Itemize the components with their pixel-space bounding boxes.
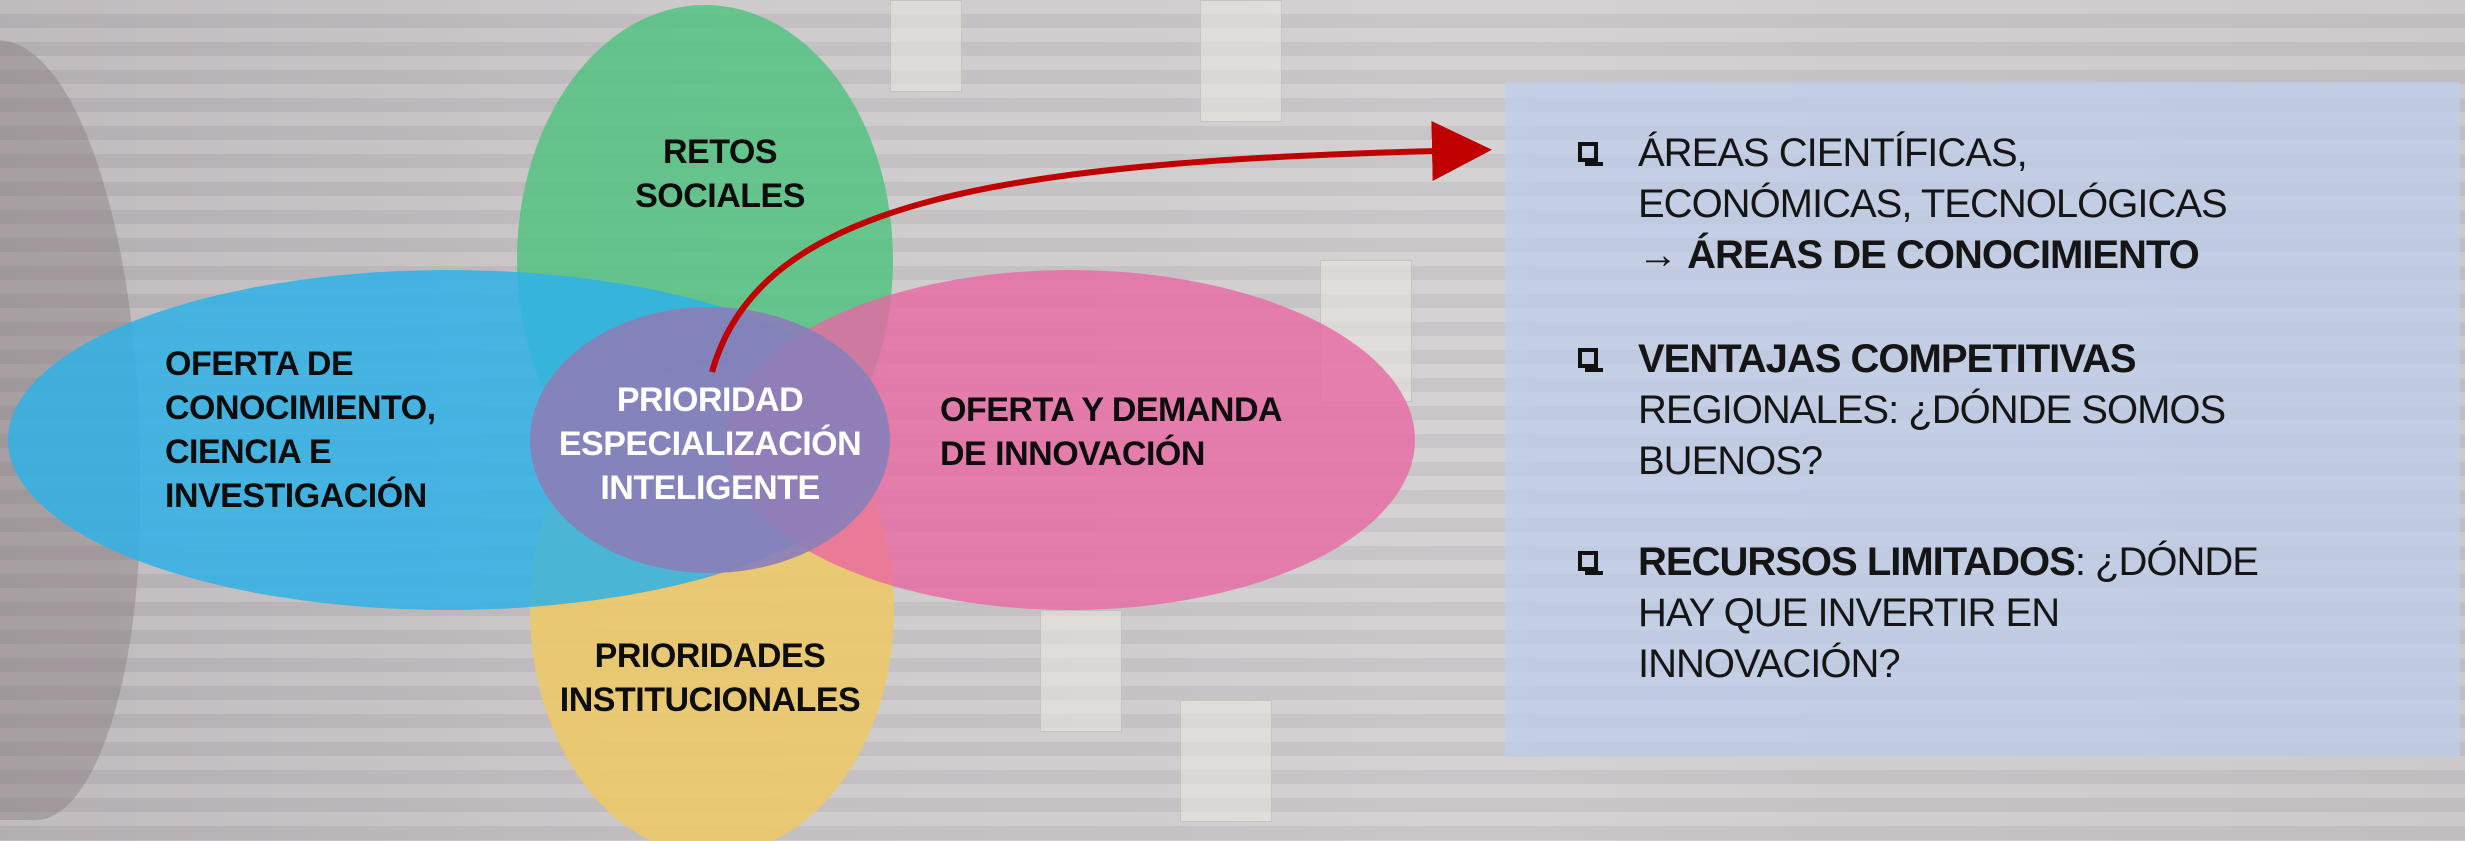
ellipse-prioridad-especializacion — [530, 307, 890, 573]
bullet-bold-text: RECURSOS LIMITADOS — [1638, 540, 2076, 584]
checkbox-bullet-icon — [1578, 551, 1603, 575]
bullet-bold-text: ÁREAS DE CONOCIMIENTO — [1687, 233, 2200, 277]
info-panel — [1505, 82, 2460, 757]
checkbox-bullet-icon — [1578, 348, 1603, 372]
right-arrow-icon: → — [1638, 233, 1678, 277]
bullet-line: ÁREAS CIENTÍFICAS, — [1638, 131, 2028, 175]
background-sticky-note — [1040, 610, 1122, 732]
bullet-line: HAY QUE INVERTIR EN — [1638, 591, 2060, 635]
bullet-line: REGIONALES: ¿DÓNDE SOMOS — [1638, 388, 2226, 432]
label-retos-sociales: RETOS SOCIALES — [635, 133, 805, 215]
label-prioridad-especializacion-inteligente: PRIORIDAD ESPECIALIZACIÓN INTELIGENTE — [558, 381, 862, 507]
label-oferta-conocimiento: OFERTA DE CONOCIMIENTO, CIENCIA E INVEST… — [165, 345, 436, 515]
background-sticky-note — [1200, 0, 1282, 122]
bullet-line: BUENOS? — [1638, 439, 1823, 483]
bullet-line: ECONÓMICAS, TECNOLÓGICAS — [1638, 182, 2228, 226]
arrow-to-panel — [709, 121, 1492, 373]
background-sticky-note — [890, 0, 962, 92]
checkbox-bullet-icon — [1578, 142, 1603, 166]
bullet-bold-text: VENTAJAS COMPETITIVAS — [1638, 337, 2137, 381]
ellipse-oferta-demanda-innovacion — [725, 270, 1415, 610]
bullet-line: : ¿DÓNDE — [2074, 540, 2259, 584]
background-sticky-note — [1180, 700, 1272, 822]
label-oferta-demanda-innovacion: OFERTA Y DEMANDA DE INNOVACIÓN — [940, 391, 1283, 473]
bullet-line: INNOVACIÓN? — [1638, 642, 1901, 686]
label-prioridades-institucionales: PRIORIDADES INSTITUCIONALES — [559, 637, 861, 719]
